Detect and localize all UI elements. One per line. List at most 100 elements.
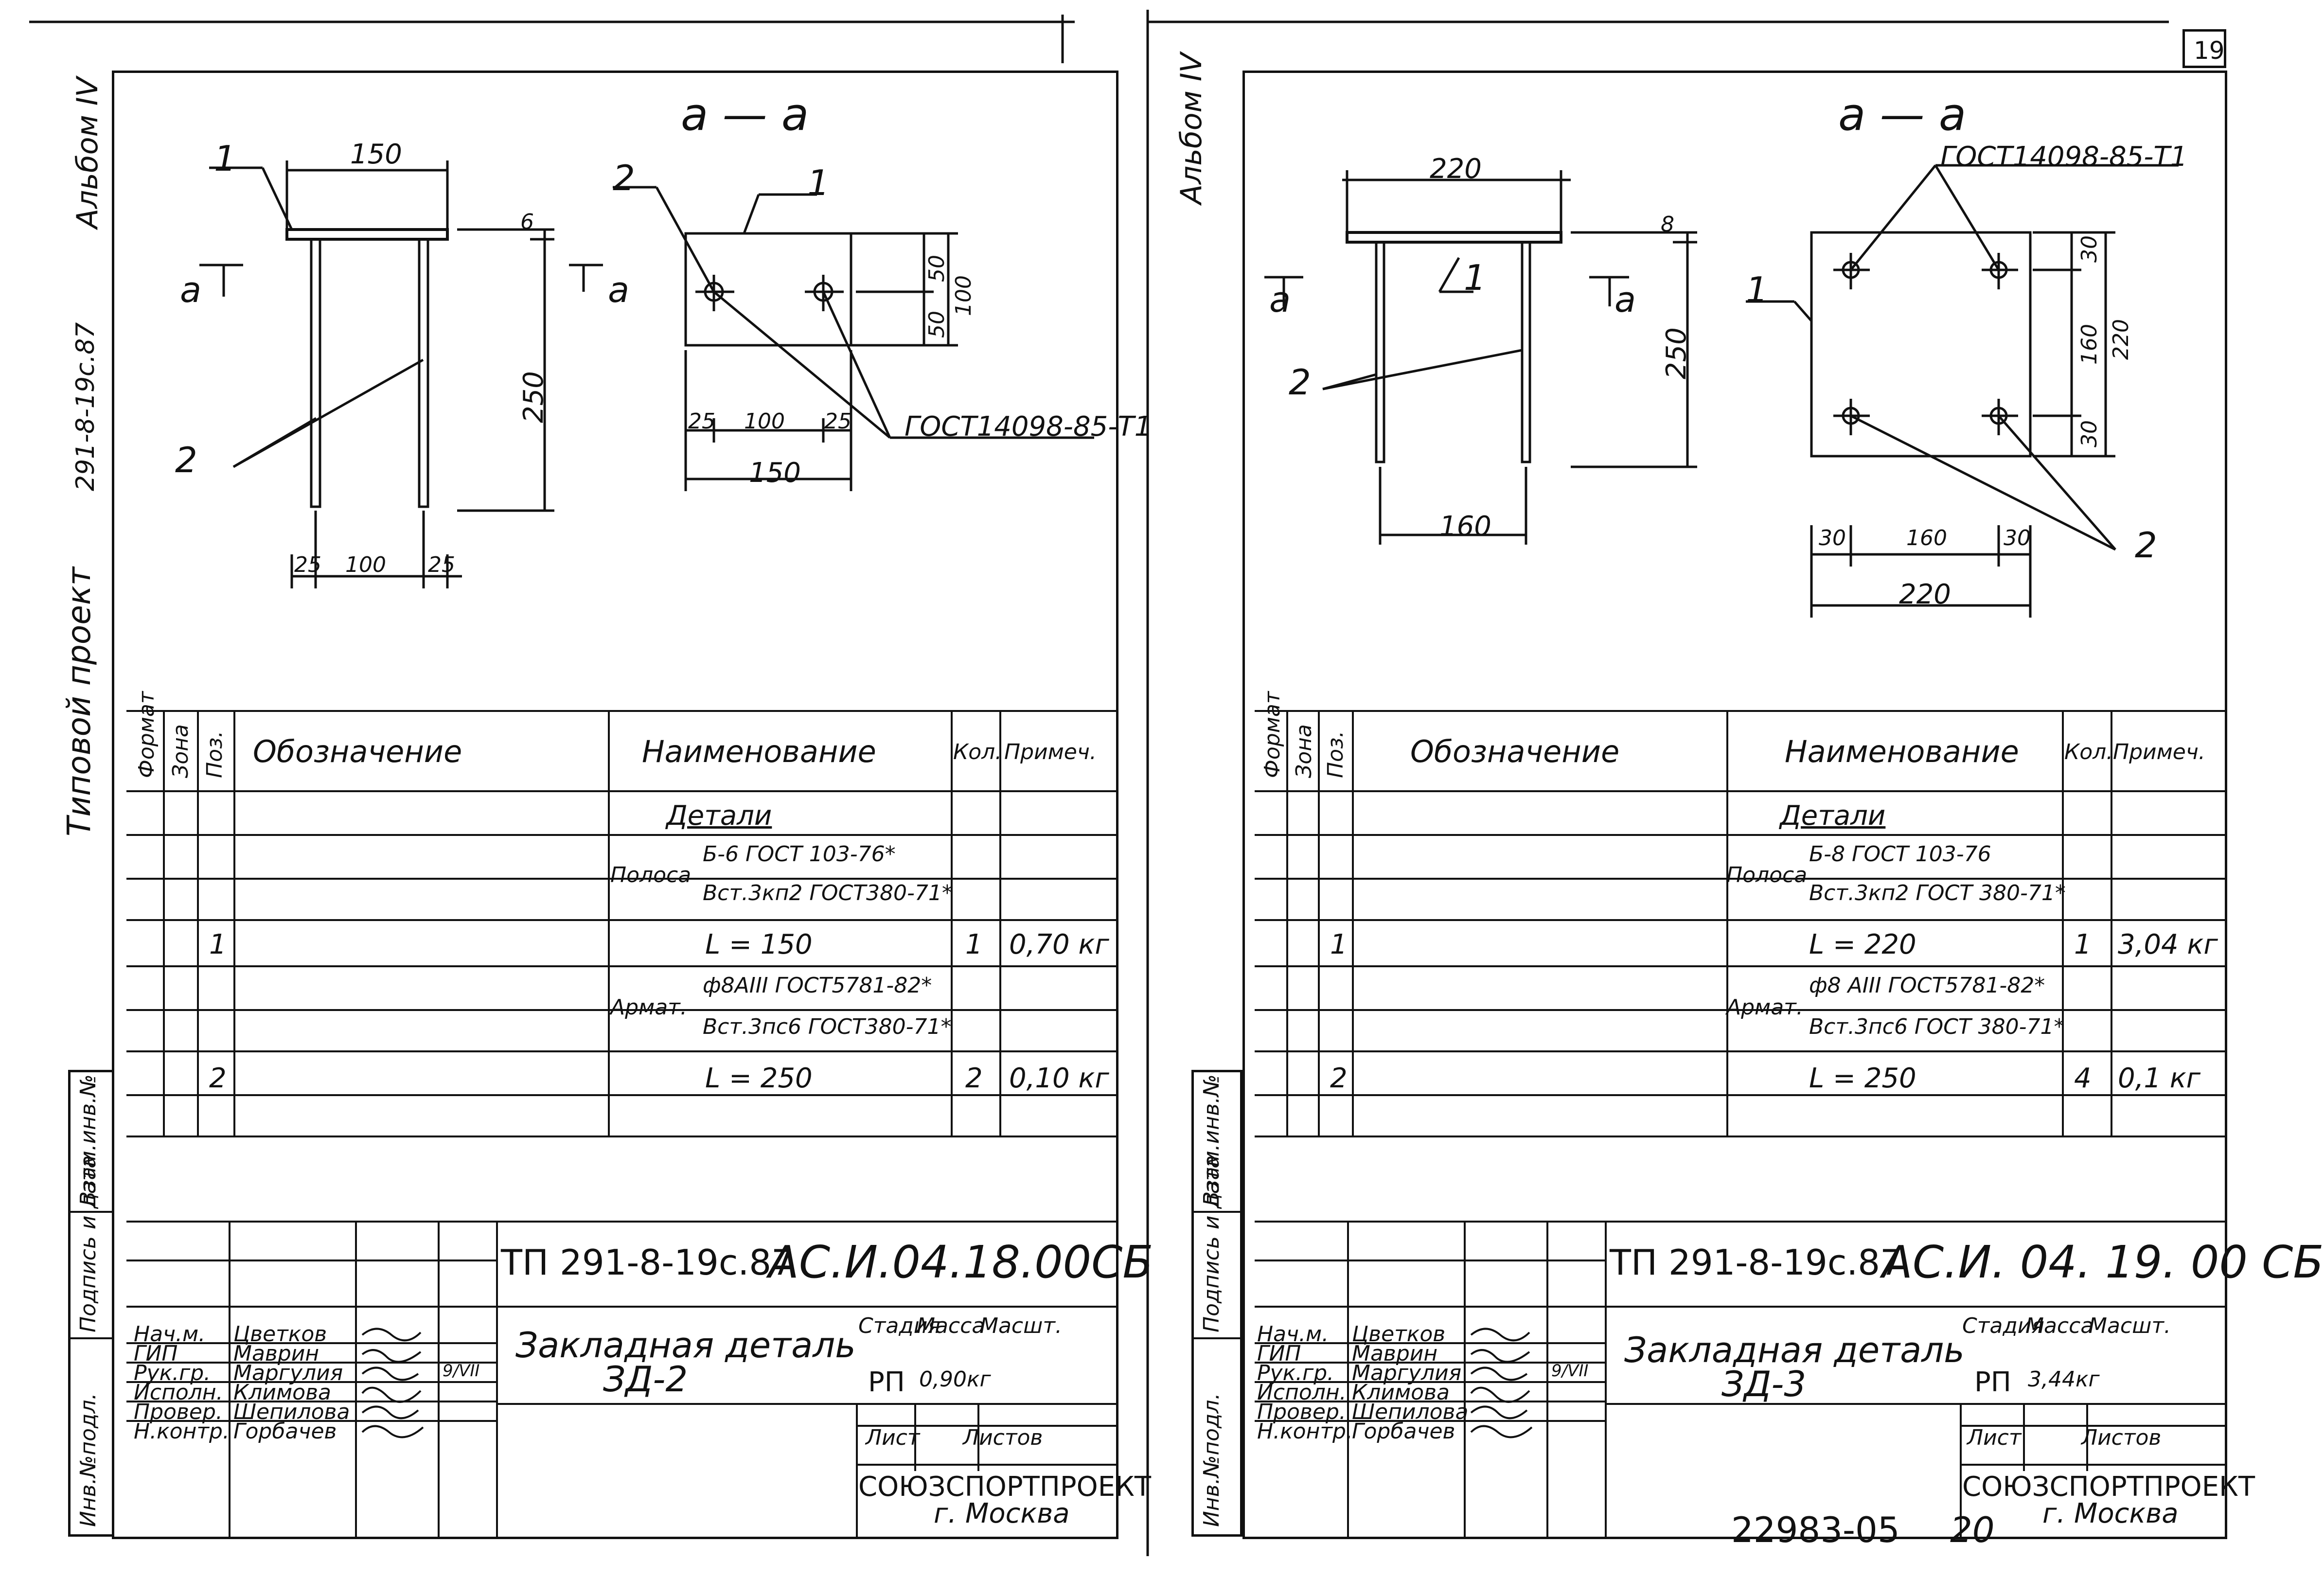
left-stage-header: Стадия	[858, 1313, 940, 1338]
right-section-title: Детали	[1780, 800, 1886, 832]
right-stage-value: РП	[1974, 1366, 2011, 1398]
right-th-name: Наименование	[1785, 734, 2019, 769]
right-inv-no: Инв.№подл.	[1199, 1393, 1224, 1527]
right-replace-inv: Взам.инв.№	[1199, 1074, 1224, 1206]
right-section-callout-2: 2	[2135, 525, 2157, 566]
left-role-2: Рук.гр.	[134, 1361, 211, 1385]
left-name-0: Цветков	[233, 1322, 327, 1347]
left-row2-pos: 1	[209, 929, 227, 960]
right-row4-name: L = 250	[1809, 1063, 1916, 1094]
right-doc-code: АС.И. 04. 19. 00 СБ	[1882, 1236, 2324, 1288]
right-row1-prefix: Полоса	[1726, 863, 1808, 887]
left-sec-150: 150	[749, 457, 801, 489]
left-name-2: Маргулия	[233, 1361, 343, 1385]
left-th-zone: Зона	[168, 724, 193, 778]
right-row2-pos: 1	[1330, 929, 1348, 960]
right-org: СОЮЗСПОРТПРОЕКТ	[1962, 1471, 2255, 1503]
right-sec-30d: 30	[2004, 526, 2031, 550]
left-th-name: Наименование	[642, 734, 876, 769]
right-section-label: а — а	[1838, 89, 1967, 141]
left-scale-header: Масшт.	[980, 1313, 1062, 1338]
left-cut-mark-right: а	[608, 269, 630, 310]
page-number-box: 19	[2182, 29, 2226, 68]
footer-archive-no: 22983-05	[1731, 1509, 1900, 1550]
right-role-3: Исполн.	[1257, 1380, 1347, 1405]
left-city: г. Москва	[934, 1498, 1070, 1529]
left-sec-100: 100	[951, 275, 976, 316]
left-row3-top: ф8АIII ГОСТ5781-82*	[703, 973, 932, 998]
footer-page: 20	[1950, 1509, 1995, 1550]
right-row1-top: Б-8 ГОСТ 103-76	[1809, 842, 1991, 867]
right-scale-header: Масшт.	[2089, 1313, 2171, 1338]
left-row4-name: L = 250	[705, 1063, 813, 1094]
right-sec-30a: 30	[2077, 235, 2102, 263]
right-sheet-header: Лист	[1967, 1425, 2022, 1450]
left-role-5: Н.контр.	[134, 1419, 230, 1444]
right-signatures	[1470, 1328, 1533, 1438]
right-row4-note: 0,1 кг	[2118, 1063, 2201, 1094]
right-code-prefix: ТП 291-8-19с.87	[1610, 1242, 1902, 1283]
right-callout-2: 2	[1289, 362, 1311, 403]
left-th-note: Примеч.	[1004, 740, 1097, 764]
left-cut-mark-left: а	[180, 269, 202, 310]
left-role-1: ГИП	[134, 1341, 178, 1366]
right-role-0: Нач.м.	[1257, 1322, 1329, 1347]
left-doc-code: АС.И.04.18.00СБ	[768, 1236, 1153, 1288]
right-cut-mark-right: а	[1614, 279, 1636, 320]
right-name-1: Маврин	[1352, 1341, 1438, 1366]
left-date-2: 9/VII	[443, 1361, 480, 1381]
left-section-label: а — а	[681, 89, 809, 141]
right-sec-160v: 160	[2077, 324, 2102, 365]
left-sec-25b: 25	[824, 409, 852, 434]
left-callout-2: 2	[175, 440, 197, 480]
right-dim-height: 250	[1661, 327, 1692, 379]
right-row2-name: L = 220	[1809, 929, 1916, 960]
right-callout-1: 1	[1464, 257, 1486, 298]
right-inv-strip	[1191, 1070, 1242, 1537]
right-th-pos: Поз.	[1323, 730, 1348, 778]
left-dim-bottom-100: 100	[345, 552, 386, 577]
left-row4-pos: 2	[209, 1063, 227, 1094]
right-date-2: 9/VII	[1551, 1361, 1589, 1381]
right-gost-note: ГОСТ14098-85-Т1	[1940, 141, 2188, 173]
left-callout-1: 1	[214, 138, 236, 179]
right-title-line2: ЗД-3	[1721, 1364, 1807, 1404]
right-row3-prefix: Армат.	[1726, 995, 1803, 1020]
left-title-line1: Закладная деталь	[515, 1325, 856, 1366]
left-dim-height: 250	[518, 371, 550, 423]
right-th-zone: Зона	[1292, 724, 1316, 778]
right-name-0: Цветков	[1352, 1322, 1446, 1347]
right-sec-30c: 30	[1819, 526, 1846, 550]
left-project-code: 291-8-19с.87	[71, 322, 100, 491]
right-th-note: Примеч.	[2113, 740, 2205, 764]
right-row2-qty: 1	[2074, 929, 2092, 960]
right-th-qty: Кол.	[2064, 740, 2113, 764]
left-row1-bottom: Вст.3кп2 ГОСТ380-71*	[703, 881, 953, 905]
left-row3-prefix: Армат.	[610, 995, 687, 1020]
left-sec-100h: 100	[744, 409, 785, 434]
left-name-4: Шепилова	[233, 1400, 350, 1424]
left-inv-strip	[68, 1070, 114, 1537]
left-role-3: Исполн.	[134, 1380, 223, 1405]
left-sheets-header: Листов	[963, 1425, 1043, 1450]
left-frame	[112, 71, 1118, 1539]
right-dim-plate-thk: 8	[1661, 212, 1674, 237]
right-row2-note: 3,04 кг	[2118, 929, 2218, 960]
left-role-4: Провер.	[134, 1400, 223, 1424]
right-row1-bottom: Вст.3кп2 ГОСТ 380-71*	[1809, 881, 2066, 905]
right-name-5: Горбачев	[1352, 1419, 1455, 1444]
left-row1-top: Б-6 ГОСТ 103-76*	[703, 842, 896, 867]
left-row4-qty: 2	[965, 1063, 983, 1094]
left-sec-25a: 25	[688, 409, 715, 434]
right-sheets-header: Листов	[2081, 1425, 2162, 1450]
left-row3-bottom: Вст.3пс6 ГОСТ380-71*	[703, 1014, 952, 1039]
left-signatures	[361, 1328, 424, 1438]
right-cut-mark-left: а	[1269, 279, 1291, 320]
right-section-callout-1: 1	[1746, 269, 1768, 310]
right-mass-header: Масса	[2025, 1313, 2094, 1338]
left-mass-value: 0,90кг	[919, 1367, 991, 1392]
left-dim-bottom-25b: 25	[428, 552, 455, 577]
right-name-3: Климова	[1352, 1380, 1450, 1405]
left-section-title: Детали	[666, 800, 772, 832]
right-dim-top-width: 220	[1430, 153, 1482, 185]
